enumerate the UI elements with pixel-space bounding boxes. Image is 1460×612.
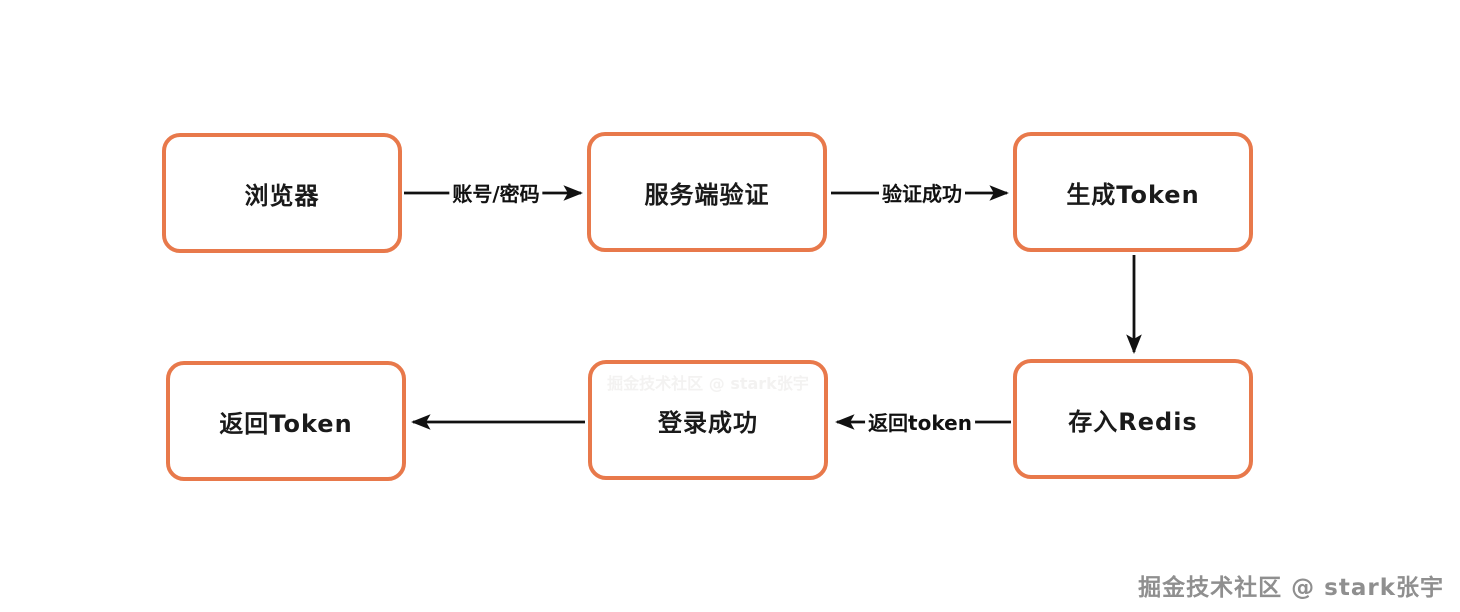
node-login-success: 掘金技术社区 @ stark张宇 登录成功 [588, 360, 828, 480]
node-browser: 浏览器 [162, 133, 402, 253]
edge-label-credentials: 账号/密码 [449, 182, 543, 206]
watermark: 掘金技术社区 @ stark张宇 [1138, 575, 1444, 601]
edge-label-return-token: 返回token [865, 411, 975, 435]
edge-label-verify-success: 验证成功 [879, 182, 965, 206]
node-store-redis: 存入Redis [1013, 359, 1253, 479]
node-browser-label: 浏览器 [244, 181, 320, 210]
node-return-token-label: 返回Token [219, 409, 353, 438]
node-server-verify-label: 服务端验证 [644, 180, 770, 209]
node-generate-token-label: 生成Token [1066, 180, 1200, 209]
node-server-verify: 服务端验证 [587, 132, 827, 252]
node-generate-token: 生成Token [1013, 132, 1253, 252]
node-return-token: 返回Token [166, 361, 406, 481]
node-store-redis-label: 存入Redis [1068, 407, 1198, 436]
faint-watermark: 掘金技术社区 @ stark张宇 [607, 374, 809, 393]
node-login-success-label: 登录成功 [658, 408, 758, 437]
